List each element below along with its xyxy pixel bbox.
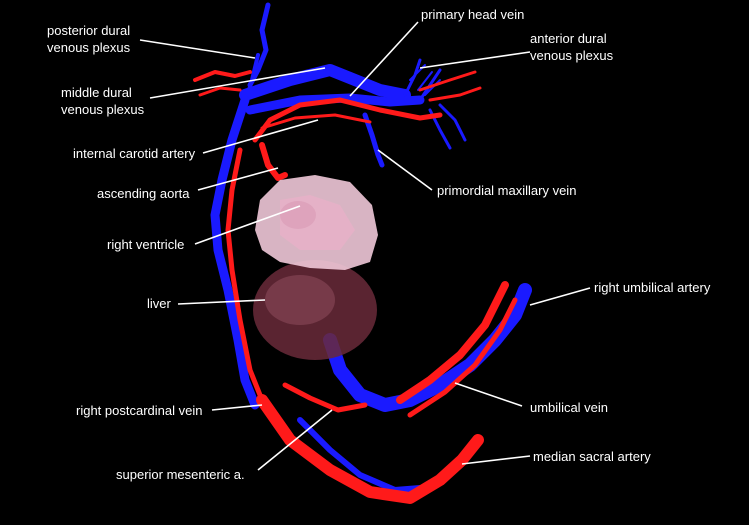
leader-right-umbilical [529, 287, 591, 306]
label-liver: liver [147, 296, 172, 311]
anterior-dural-arteries [418, 70, 482, 102]
label-superior-mesenteric-a: superior mesenteric a. [116, 467, 245, 482]
right-umbilical-artery-shape [396, 281, 509, 404]
label-internal-carotid-artery: internal carotid artery [73, 146, 196, 161]
liver-shape [253, 260, 377, 360]
label-median-sacral-artery: median sacral artery [533, 449, 651, 464]
umbilical-vein-lower [297, 417, 423, 493]
median-sacral-artery-shape [256, 394, 484, 504]
arteries [193, 70, 518, 504]
leader-primordial-maxillary [377, 149, 433, 191]
leader-liver [177, 299, 266, 305]
primary-head-vein-shape [245, 93, 425, 115]
leader-internal-carotid [202, 119, 319, 154]
internal-carotid-artery-shape [252, 97, 443, 143]
label-right-umbilical-artery: right umbilical artery [594, 280, 711, 295]
leader-median-sacral [461, 455, 531, 465]
posterior-dural-venous-plexus-shape [247, 2, 271, 88]
posterior-dural-artery-branches-2 [198, 86, 242, 97]
leader-posterior-dural [139, 39, 256, 59]
right-postcardinal-vein-shape [210, 95, 260, 410]
label-right-postcardinal-vein: right postcardinal vein [76, 403, 202, 418]
labels: posterior dural venous plexus middle dur… [47, 7, 711, 482]
leader-right-ventricle [194, 205, 301, 245]
ascending-aorta-shape [259, 142, 288, 181]
label-primary-head-vein: primary head vein [421, 7, 524, 22]
leader-primary-head-vein [349, 21, 419, 97]
leader-middle-dural [149, 67, 326, 99]
leader-superior-mesenteric [257, 409, 333, 471]
label-anterior-dural-venous-plexus: anterior dural venous plexus [530, 31, 614, 63]
descending-aorta-shape [225, 147, 265, 403]
label-posterior-dural-venous-plexus: posterior dural venous plexus [47, 23, 134, 55]
leader-umbilical-vein [454, 382, 523, 407]
leader-lines [139, 21, 591, 471]
veins [210, 2, 532, 493]
leader-ascending-aorta [197, 167, 279, 191]
middle-dural-venous-plexus-shape [239, 64, 411, 101]
label-primordial-maxillary-vein: primordial maxillary vein [437, 183, 576, 198]
label-ascending-aorta: ascending aorta [97, 186, 190, 201]
label-umbilical-vein: umbilical vein [530, 400, 608, 415]
right-ventricle-shape [255, 175, 378, 270]
right-umbilical-artery-strand [407, 297, 518, 418]
leader-anterior-dural [419, 51, 531, 69]
label-middle-dural-venous-plexus: middle dural venous plexus [61, 85, 145, 117]
superior-mesenteric-artery-shape [282, 382, 368, 413]
primordial-maxillary-vein-shape [362, 112, 385, 168]
leader-right-postcardinal [211, 404, 263, 411]
internal-carotid-artery-lower [260, 113, 372, 130]
posterior-dural-artery-branches [193, 70, 252, 82]
label-right-ventricle: right ventricle [107, 237, 184, 252]
umbilical-vein-shape [323, 283, 532, 412]
